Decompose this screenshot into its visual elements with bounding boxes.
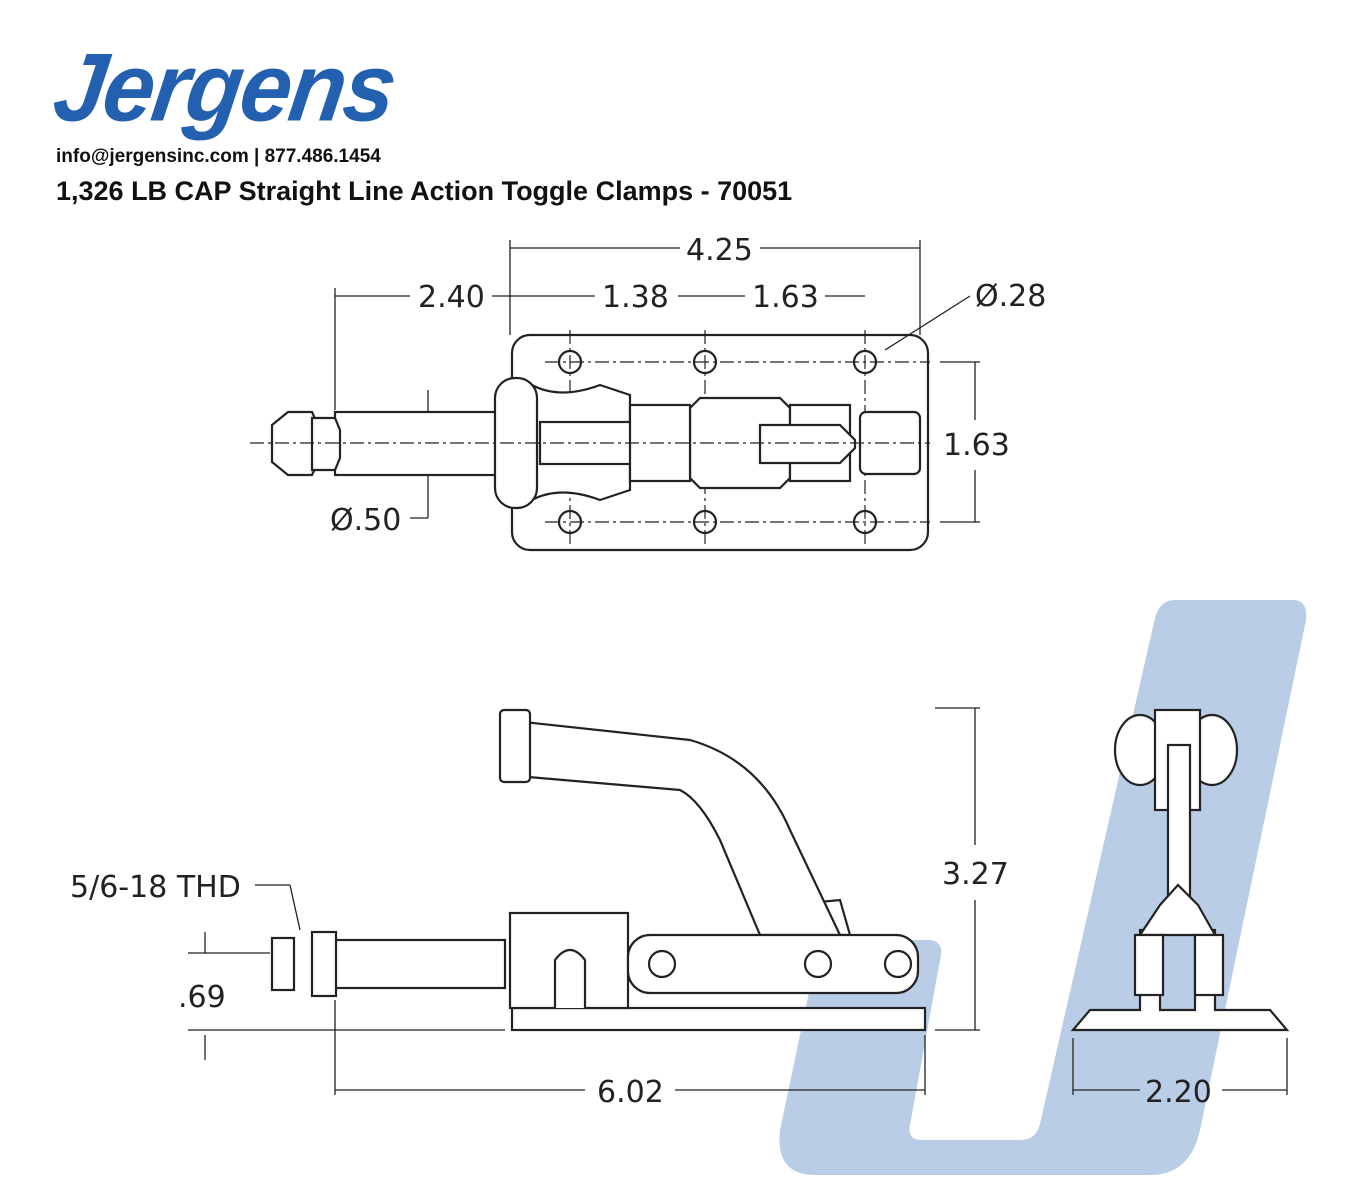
top-dimensions	[334, 240, 980, 523]
dim-spindle-height: .69	[178, 980, 226, 1015]
dim-spindle-diameter: Ø.50	[330, 503, 401, 538]
dim-hole-row-spacing: 1.63	[943, 428, 1010, 463]
dim-base-width: 2.20	[1145, 1075, 1212, 1110]
dim-thread: 5/6-18 THD	[70, 870, 241, 905]
dim-hole-spacing-2: 1.63	[752, 280, 819, 315]
dim-hole-diameter: Ø.28	[975, 279, 1046, 314]
side-view	[270, 708, 927, 1032]
contact-info: info@jergensinc.com | 877.486.1454	[56, 146, 381, 167]
side-dimensions	[188, 707, 980, 1095]
end-view	[1070, 708, 1290, 1032]
dim-spindle-offset: 2.40	[418, 280, 485, 315]
top-view	[250, 330, 930, 552]
end-dimensions	[1072, 1038, 1288, 1095]
dim-hole-spacing-1: 1.38	[602, 280, 669, 315]
dim-extended-length: 6.02	[597, 1075, 664, 1110]
product-title: 1,326 LB CAP Straight Line Action Toggle…	[56, 176, 793, 206]
dim-overall-height: 3.27	[942, 857, 1009, 892]
dim-overall-length: 4.25	[686, 233, 753, 268]
